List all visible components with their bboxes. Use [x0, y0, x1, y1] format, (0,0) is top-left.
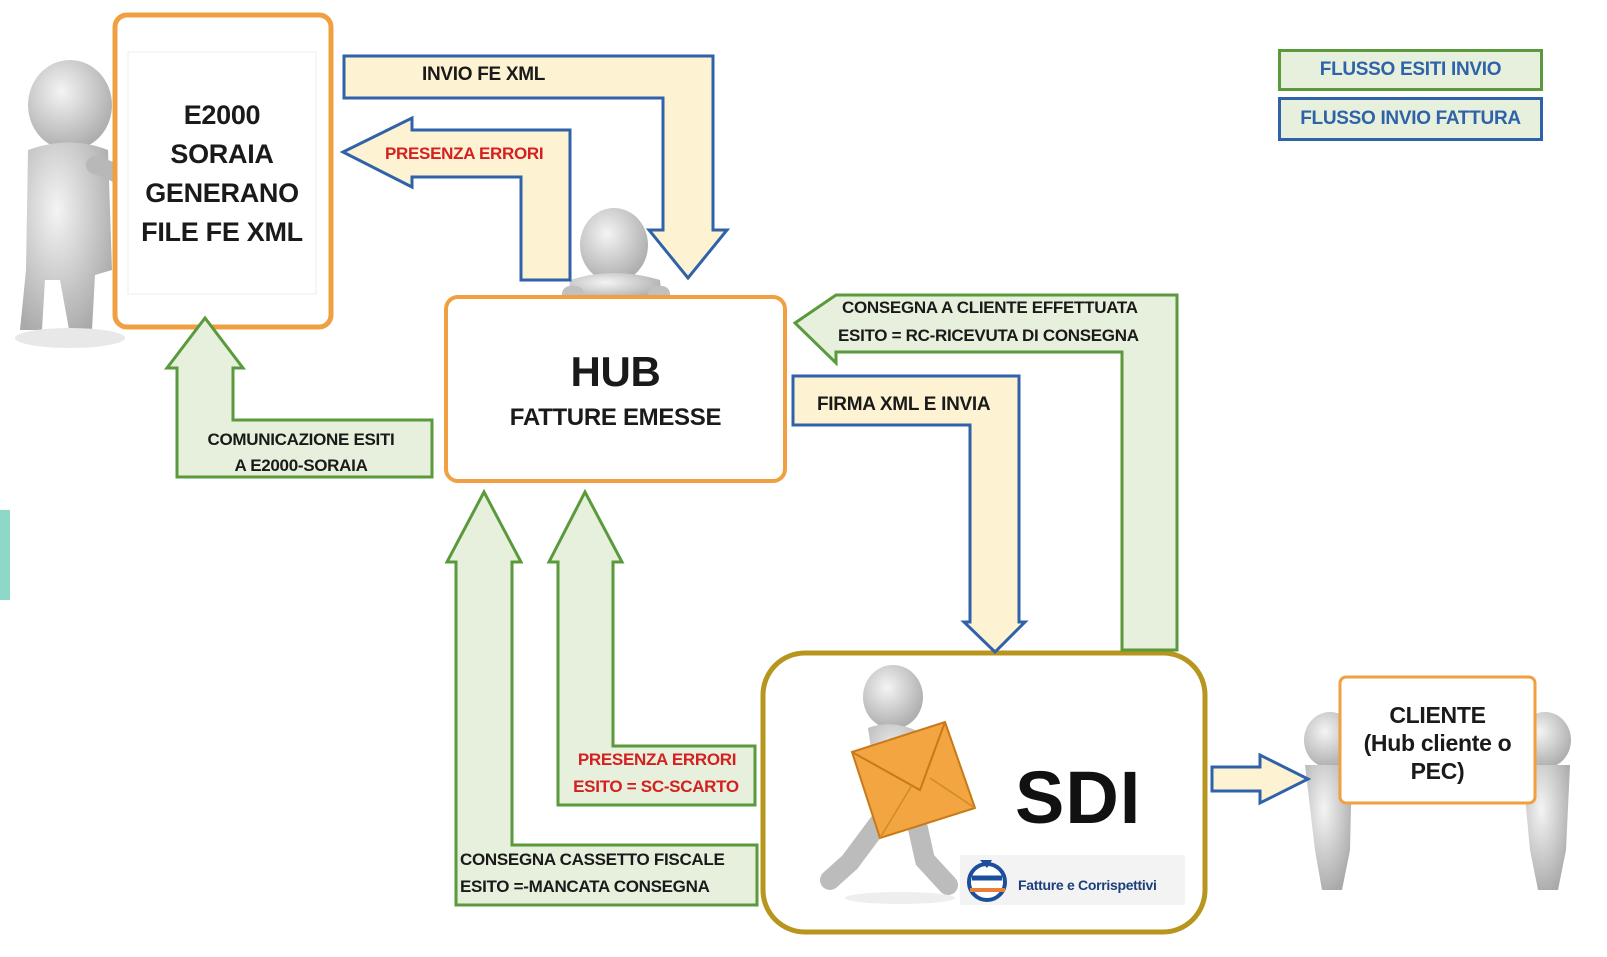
arrow-presenza-errori-top: [339, 115, 572, 282]
arrow-consegna-cliente: [792, 293, 1179, 652]
arrow-comunicazione-esiti: [163, 315, 434, 479]
legend-flusso-esiti: FLUSSO ESITI INVIO: [1278, 49, 1543, 91]
agenzia-entrate-logo-icon: [967, 860, 1007, 902]
arrow-firma-xml: [791, 374, 1029, 655]
label-consegna-cliente-1: CONSEGNA A CLIENTE EFFETTUATA: [842, 298, 1138, 317]
sdi-logo-text: Fatture e Corrispettivi: [1018, 877, 1157, 893]
label-scarto-2: ESITO = SC-SCARTO: [573, 777, 739, 796]
e2000-label-line3: GENERANO: [145, 178, 299, 208]
e2000-box-inner: [127, 51, 317, 295]
sdi-title: SDI: [1015, 756, 1142, 839]
arrow-invio-fe-xml: [342, 54, 731, 281]
e2000-person-figure: [15, 60, 137, 348]
left-edge-accent: [0, 510, 10, 600]
label-cassetto-2: ESITO =-MANCATA CONSEGNA: [460, 877, 710, 896]
cliente-label-line2: (Hub cliente o: [1363, 730, 1512, 756]
hub-box: [444, 295, 787, 483]
label-comunicazione-1: COMUNICAZIONE ESITI: [207, 430, 395, 449]
cliente-label-line3: PEC): [1410, 758, 1465, 784]
e2000-label-line4: FILE FE XML: [141, 217, 303, 247]
hub-title: HUB: [570, 348, 661, 395]
arrow-scarto: [546, 488, 757, 807]
legend-flusso-invio-label: FLUSSO INVIO FATTURA: [1300, 108, 1521, 129]
e2000-label-line2: SORAIA: [170, 139, 274, 169]
hub-subtitle: FATTURE EMESSE: [509, 404, 722, 431]
cliente-label-line1: CLIENTE: [1389, 702, 1486, 728]
arrow-cassetto-fiscale: [444, 488, 759, 907]
legend-flusso-invio: FLUSSO INVIO FATTURA: [1278, 97, 1543, 141]
label-firma-xml: FIRMA XML E INVIA: [817, 394, 991, 415]
label-cassetto-1: CONSEGNA CASSETTO FISCALE: [460, 850, 725, 869]
arrow-sdi-cliente: [1210, 752, 1312, 806]
label-invio-fe-xml: INVIO FE XML: [422, 64, 546, 85]
label-comunicazione-2: A E2000-SORAIA: [234, 456, 368, 475]
label-consegna-cliente-2: ESITO = RC-RICEVUTA DI CONSEGNA: [838, 326, 1139, 345]
e2000-label-line1: E2000: [183, 100, 261, 130]
label-scarto-1: PRESENZA ERRORI: [577, 750, 737, 769]
envelope-icon: [850, 720, 977, 840]
cliente-box: [1338, 675, 1537, 805]
label-presenza-errori-top: PRESENZA ERRORI: [385, 144, 544, 163]
legend-flusso-esiti-label: FLUSSO ESITI INVIO: [1319, 59, 1502, 80]
